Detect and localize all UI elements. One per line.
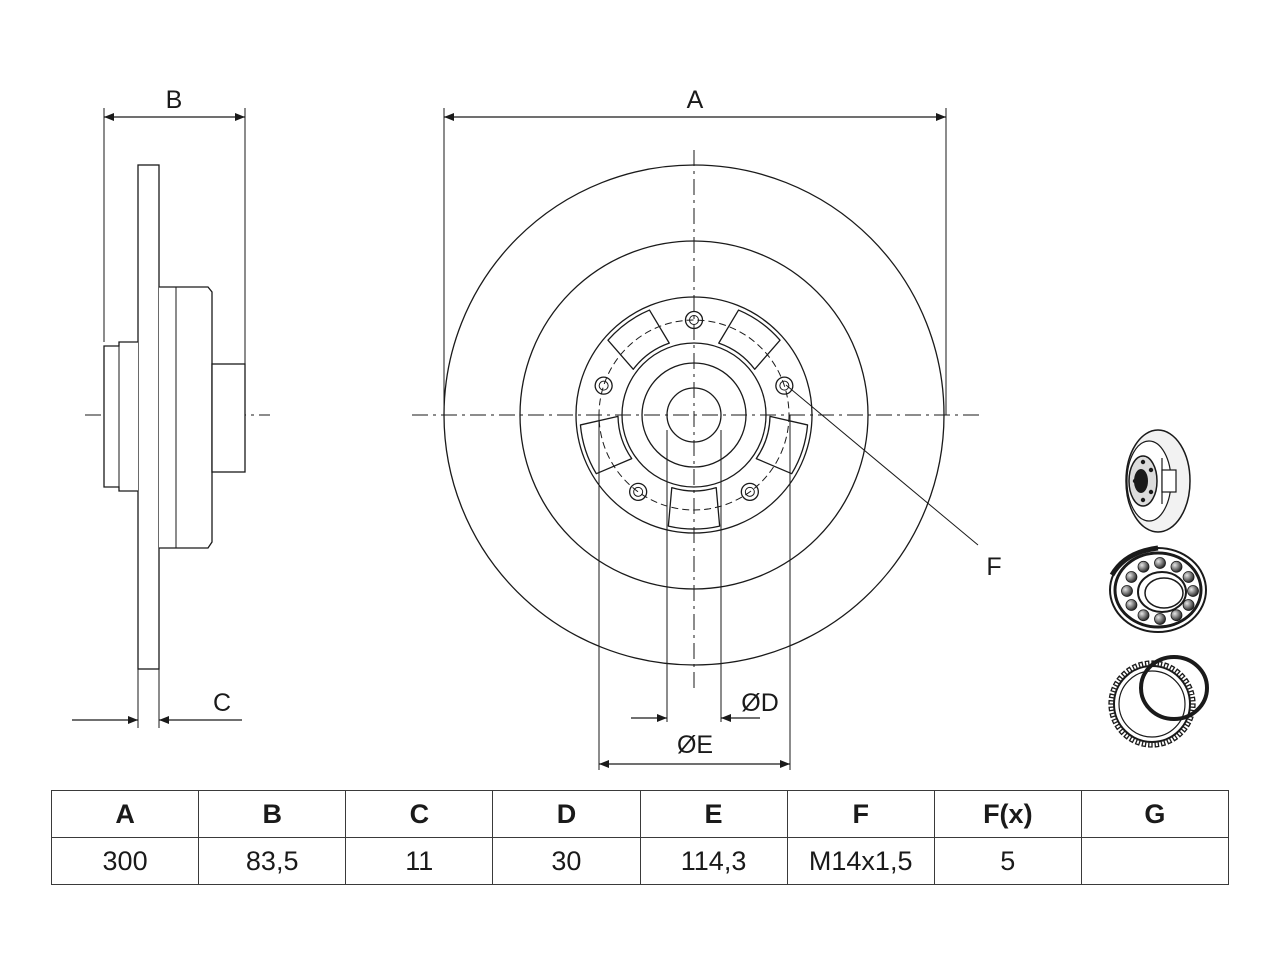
technical-drawing: B C A <box>72 86 1209 770</box>
brake-disc-icon <box>1125 429 1191 533</box>
bearing-ball <box>1137 609 1150 622</box>
bolt-hole <box>629 482 648 502</box>
lug-pad <box>579 415 633 475</box>
bearing-ball <box>1125 571 1138 583</box>
spec-header-d: D <box>492 790 641 838</box>
bolt-hole <box>740 482 759 502</box>
bearing-ball <box>1182 599 1195 611</box>
spec-value-c: 11 <box>345 837 494 885</box>
dimension-b-label: B <box>166 86 183 114</box>
spec-table-value-row: 300 83,5 11 30 114,3 M14x1,5 5 <box>50 837 1230 885</box>
bearing-ball <box>1137 560 1150 573</box>
spec-value-b: 83,5 <box>198 837 347 885</box>
bolt-hole <box>684 310 704 330</box>
dimension-b: B <box>104 86 245 121</box>
dimension-f: F <box>785 384 1002 581</box>
bearing-ball <box>1187 585 1199 597</box>
spec-header-c: C <box>345 790 494 838</box>
dimension-c-label: C <box>213 689 231 717</box>
bearing-ball <box>1125 599 1138 611</box>
spec-header-f: F <box>786 790 935 838</box>
bearing-ball <box>1170 560 1183 573</box>
spec-table: A B C D E F F(x) G 300 83,5 11 30 114,3 … <box>50 790 1230 885</box>
spec-value-d: 30 <box>492 837 641 885</box>
lug-pad <box>607 309 670 370</box>
dimension-f-label: F <box>986 553 1001 581</box>
dimension-e-label: ØE <box>677 731 713 759</box>
spec-value-fx: 5 <box>933 837 1082 885</box>
bolt-hole <box>775 376 794 395</box>
bolt-holes <box>594 310 794 502</box>
bearing-ball <box>1121 585 1133 597</box>
dimension-a: A <box>444 86 946 121</box>
dimension-c: C <box>72 689 242 724</box>
dimension-d-label: ØD <box>741 689 779 717</box>
spec-table-header-row: A B C D E F F(x) G <box>50 790 1230 838</box>
spec-value-a: 300 <box>50 837 200 885</box>
dimension-e: ØE <box>599 731 790 768</box>
spec-header-b: B <box>198 790 347 838</box>
spec-value-f: M14x1,5 <box>786 837 935 885</box>
front-view <box>412 108 980 770</box>
spec-header-g: G <box>1080 790 1230 838</box>
side-view <box>85 108 270 728</box>
centre-bore <box>666 387 722 443</box>
friction-ring-inner-edge <box>519 240 869 590</box>
bearing-ball <box>1154 613 1166 625</box>
abs-ring-and-seal-icon <box>1108 655 1209 748</box>
dimension-d: ØD <box>631 689 779 722</box>
hub-lug-pads <box>579 309 809 530</box>
bolt-hole <box>594 376 613 395</box>
lug-pad <box>755 415 809 475</box>
spec-header-fx: F(x) <box>933 790 1082 838</box>
wheel-bearing-icon <box>1109 545 1207 633</box>
bearing-ball <box>1170 609 1183 622</box>
bearing-ball <box>1182 571 1195 583</box>
abs-teeth <box>1108 660 1196 748</box>
spec-header-a: A <box>50 790 200 838</box>
lug-pad <box>667 487 721 530</box>
spec-value-g <box>1080 837 1230 885</box>
spec-value-e: 114,3 <box>639 837 788 885</box>
bearing-ball <box>1154 557 1166 569</box>
dimension-a-label: A <box>687 86 704 114</box>
lug-pad <box>718 309 781 370</box>
spec-header-e: E <box>639 790 788 838</box>
